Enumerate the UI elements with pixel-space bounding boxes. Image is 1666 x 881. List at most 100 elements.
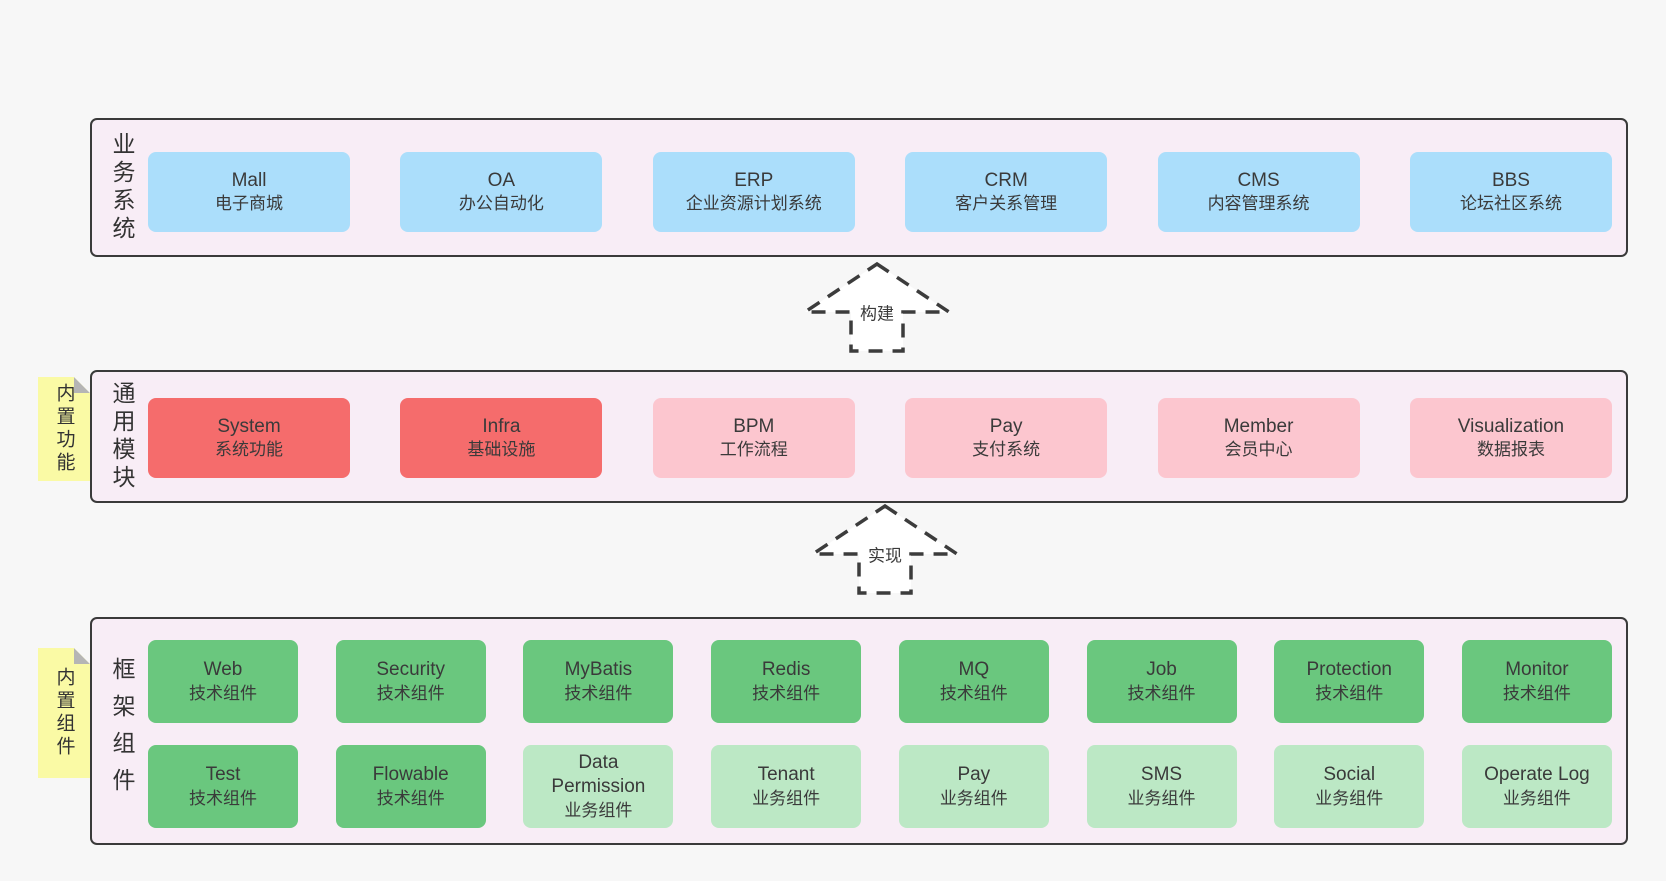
component-subtitle: 数据报表	[1476, 440, 1545, 460]
component-box-visualization: Visualization 数据报表	[1409, 398, 1612, 478]
sticky-note-builtin-features: 内置功能	[38, 377, 90, 481]
sticky-note-label: 内置功能	[53, 383, 75, 475]
component-subtitle: 技术组件	[376, 788, 445, 808]
component-subtitle: 业务组件	[564, 801, 633, 821]
component-name: Social	[1323, 764, 1376, 786]
component-name: Infra	[482, 415, 521, 437]
component-subtitle: 技术组件	[939, 683, 1008, 703]
component-subtitle: 技术组件	[1315, 683, 1384, 703]
component-subtitle: 办公自动化	[458, 194, 544, 214]
component-name: CRM	[984, 169, 1028, 191]
component-subtitle: 会员中心	[1224, 440, 1293, 460]
component-subtitle: 企业资源计划系统	[685, 194, 822, 214]
component-box-oa: OA 办公自动化	[400, 152, 603, 232]
component-name: Security	[376, 659, 446, 681]
component-subtitle: 电子商城	[215, 194, 283, 214]
component-name: System	[217, 415, 281, 437]
component-box-system: System 系统功能	[148, 398, 350, 478]
component-name: Mall	[231, 169, 267, 191]
component-name: Protection	[1306, 659, 1392, 681]
implement-arrow: 实现	[805, 502, 965, 597]
build-arrow-label: 构建	[856, 296, 898, 328]
build-arrow: 构建	[797, 260, 957, 355]
sticky-note-label: 内置组件	[53, 667, 75, 759]
component-box-member: Member 会员中心	[1157, 398, 1360, 478]
component-name: Data Permission	[551, 751, 646, 798]
component-subtitle: 业务组件	[939, 788, 1008, 808]
component-name: OA	[487, 169, 516, 191]
component-subtitle: 内容管理系统	[1207, 194, 1310, 214]
component-name: Pay	[989, 415, 1023, 437]
component-subtitle: 技术组件	[1127, 683, 1196, 703]
component-subtitle: 技术组件	[1502, 683, 1571, 703]
component-subtitle: 业务组件	[1127, 788, 1196, 808]
component-name: Flowable	[372, 764, 449, 786]
component-name: Operate Log	[1484, 764, 1590, 786]
component-box-erp: ERP 企业资源计划系统	[652, 152, 855, 232]
component-box-infra: Infra 基础设施	[400, 398, 603, 478]
component-name: SMS	[1140, 764, 1183, 786]
component-box-cms: CMS 内容管理系统	[1157, 152, 1360, 232]
component-name: Visualization	[1457, 415, 1565, 437]
component-subtitle: 业务组件	[1315, 788, 1384, 808]
component-subtitle: 技术组件	[189, 788, 257, 808]
component-name: BPM	[733, 415, 775, 437]
folded-corner-icon	[74, 377, 90, 393]
component-name: Test	[205, 764, 241, 786]
panel-side-label: 通用模块	[109, 380, 135, 493]
panel-common-modules: 通用模块 System 系统功能 Infra 基础设施 BPM 工作流程 Pay 支付系统 Me…	[90, 370, 1628, 503]
component-name: Pay	[957, 764, 991, 786]
component-subtitle: 基础设施	[467, 440, 536, 460]
component-subtitle: 业务组件	[1502, 788, 1571, 808]
component-name: Monitor	[1505, 659, 1569, 681]
component-subtitle: 技术组件	[752, 683, 821, 703]
component-name: Job	[1146, 659, 1177, 681]
component-box-pay: Pay 支付系统	[905, 398, 1108, 478]
component-name: CMS	[1237, 169, 1280, 191]
component-box-data-permission: Data Permission 业务组件	[523, 745, 674, 828]
sticky-note-builtin-components: 内置组件	[38, 648, 90, 778]
component-name: Redis	[761, 659, 811, 681]
component-subtitle: 业务组件	[752, 788, 821, 808]
component-name: ERP	[734, 169, 774, 191]
component-name: BBS	[1491, 169, 1530, 191]
component-subtitle: 系统功能	[215, 440, 283, 460]
component-subtitle: 技术组件	[564, 683, 633, 703]
component-box-bpm: BPM 工作流程	[652, 398, 855, 478]
component-box-mall: Mall 电子商城	[148, 152, 350, 232]
component-subtitle: 技术组件	[189, 683, 257, 703]
component-name: Tenant	[757, 764, 815, 786]
component-name: MQ	[958, 659, 990, 681]
panel-side-label: 框架组件	[109, 657, 135, 805]
component-name: Web	[203, 659, 243, 681]
component-subtitle: 支付系统	[972, 440, 1041, 460]
panel-side-label: 业务系统	[109, 131, 135, 244]
component-subtitle: 工作流程	[719, 440, 788, 460]
folded-corner-icon	[74, 648, 90, 664]
component-name: Member	[1223, 415, 1294, 437]
component-subtitle: 技术组件	[376, 683, 445, 703]
component-name: MyBatis	[564, 659, 633, 681]
common-modules-row: System 系统功能 Infra 基础设施 BPM 工作流程 Pay 支付系统 Member 会…	[148, 398, 1612, 478]
